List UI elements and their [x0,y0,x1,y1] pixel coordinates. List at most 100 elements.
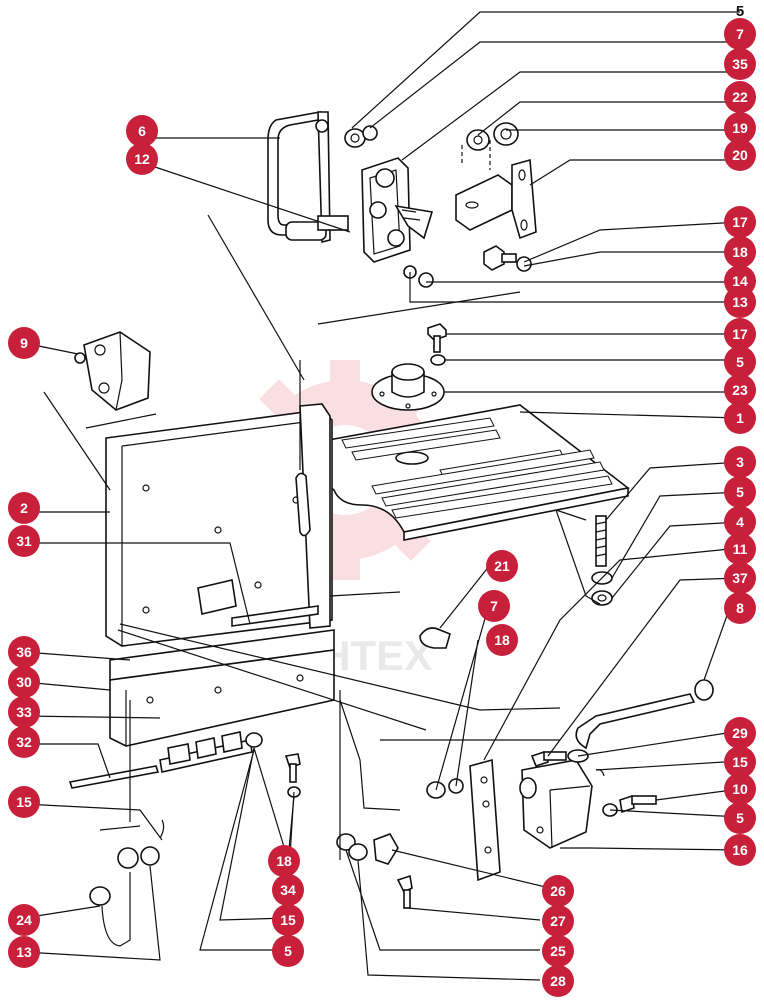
callout-number: 23 [732,382,748,398]
callout-c5_e: 5 [272,935,304,967]
callout-c16: 16 [724,834,756,866]
callout-c13_a: 13 [724,286,756,318]
callout-circle [8,696,40,728]
callout-circle [126,143,158,175]
callout-c36: 36 [8,636,40,668]
callout-c5_d: 5 [724,802,756,834]
callout-number: 29 [732,725,748,741]
callout-circle [272,935,304,967]
callout-number: 21 [494,558,510,574]
cabinet-side-panel [105,403,333,647]
callout-number: 15 [280,912,296,928]
callout-circle [724,81,756,113]
callout-circle [724,562,756,594]
callout-circle [8,786,40,818]
callout-c1: 1 [724,402,756,434]
callout-c22: 22 [724,81,756,113]
callout-number: 31 [16,533,32,549]
callout-number: 5 [736,484,744,500]
callout-number: 5 [736,354,744,370]
callout-circle [724,446,756,478]
callout-c15_a: 15 [724,746,756,778]
callout-circle [542,875,574,907]
callout-circle [272,904,304,936]
callout-circle [486,624,518,656]
callout-number: 24 [16,912,32,928]
callout-number: 18 [494,632,510,648]
callout-badges: 7352219206121718141391752312313541121377… [8,18,756,997]
grate-slots [341,417,613,519]
ground-cable-part [89,819,165,947]
callout-number: 28 [550,973,566,989]
callout-number: 32 [16,734,32,750]
callout-c19: 19 [724,112,756,144]
callout-circle [126,115,158,147]
callout-c30: 30 [8,666,40,698]
callout-circle [724,374,756,406]
callout-circle [724,476,756,508]
callout-circle [542,935,574,967]
callout-number: 7 [490,598,498,614]
callout-c24: 24 [8,904,40,936]
lower-frame-part [109,629,335,747]
callout-number: 13 [732,294,748,310]
callout-circle [8,904,40,936]
callout-number: 35 [732,56,748,72]
callout-c32: 32 [8,726,40,758]
hinge-block-part [519,759,593,849]
callout-c11: 11 [724,533,756,565]
callout-5-top: 5 [736,3,744,20]
callout-c2: 2 [8,492,40,524]
lock-assembly-part [361,157,434,263]
grate-plate-part [271,404,630,541]
callout-c18_b: 18 [486,624,518,656]
callout-circle [542,905,574,937]
callout-number: 12 [134,151,150,167]
callout-c5_c: 5 [724,476,756,508]
callout-c37: 37 [724,562,756,594]
callout-c34: 34 [272,874,304,906]
callout-number: 15 [732,754,748,770]
callout-c3: 3 [724,446,756,478]
callout-c18_a: 18 [724,236,756,268]
callout-circle [724,834,756,866]
callout-circle [724,773,756,805]
nut-part-top [344,125,378,148]
callout-circle [724,717,756,749]
callout-c10: 10 [724,773,756,805]
callout-circle [724,139,756,171]
callout-c5_b: 5 [724,346,756,378]
callout-number: 19 [732,120,748,136]
callout-number: 33 [16,704,32,720]
callout-circle [478,590,510,622]
callout-c27: 27 [542,905,574,937]
callout-number: 7 [736,26,744,42]
nut-pair-part [403,265,434,288]
callout-number: 8 [736,600,744,616]
callout-number: 10 [732,781,748,797]
callout-number: 22 [732,89,748,105]
callout-c23: 23 [724,374,756,406]
callout-number: 37 [732,570,748,586]
callout-circle [724,236,756,268]
bolt-part-center [427,323,447,366]
handle-part [267,110,349,244]
callout-circle [724,286,756,318]
callout-circle [724,592,756,624]
callout-c17_b: 17 [724,318,756,350]
callout-number: 18 [276,853,292,869]
callout-c20: 20 [724,139,756,171]
callout-circle [724,746,756,778]
callout-circle [724,18,756,50]
callout-circle [542,965,574,997]
callout-circle [8,525,40,557]
callout-c26: 26 [542,875,574,907]
callout-number: 5 [284,943,292,959]
callout-number: 16 [732,842,748,858]
callout-circle [8,666,40,698]
callout-number: 30 [16,674,32,690]
callout-c15_c: 15 [272,904,304,936]
callout-c17_a: 17 [724,206,756,238]
callout-circle [724,802,756,834]
